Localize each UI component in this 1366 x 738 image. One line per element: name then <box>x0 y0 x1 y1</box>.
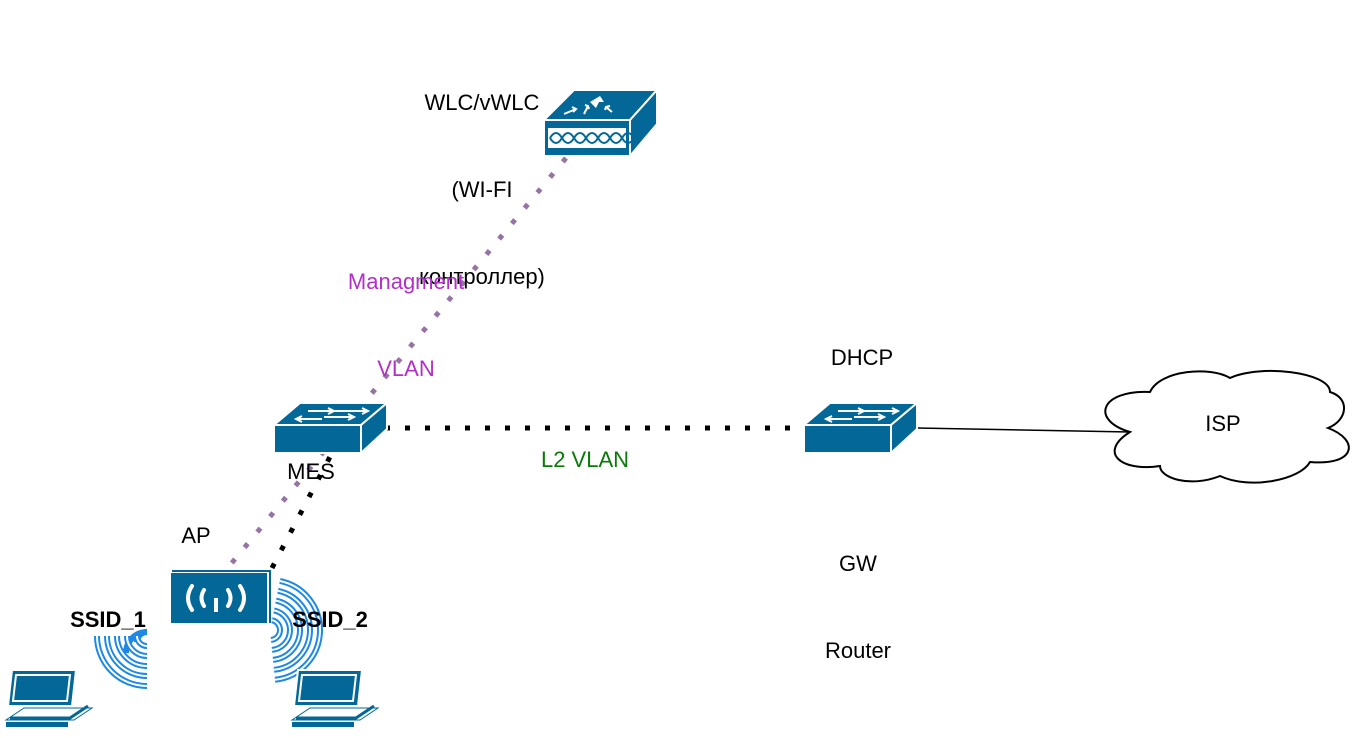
wifi-arc <box>116 635 148 667</box>
wifi-arcs-ssid2 <box>270 578 323 683</box>
dhcp-label: DHCP <box>830 345 894 370</box>
wifi-arc <box>126 635 148 657</box>
mes-label: MES <box>287 459 335 484</box>
isp-uplink <box>916 427 1131 433</box>
wifi-arc <box>272 599 301 661</box>
gw-router-icon[interactable] <box>803 402 918 454</box>
laptop1-icon[interactable] <box>4 668 94 729</box>
l2-vlan-label: L2 VLAN <box>540 447 630 472</box>
wifi-arc <box>273 589 311 671</box>
wlc-label-line2: (WI-FI <box>451 177 513 202</box>
wifi-arc <box>274 580 321 681</box>
access-point-icon[interactable] <box>169 570 271 625</box>
wifi-arc <box>106 635 148 677</box>
management-vlan-label: Managment VLAN <box>326 209 486 412</box>
wifi-arc <box>96 635 148 687</box>
mgmt-label-line1: Managment <box>347 269 465 294</box>
wireless-lan-controller-icon[interactable] <box>541 87 660 159</box>
gw-label-line2: Router <box>824 638 892 663</box>
ap-label: AP <box>181 523 211 548</box>
wifi-arc <box>271 609 291 651</box>
mgmt-label-line2: VLAN <box>377 356 435 381</box>
wlc-label-line3: контроллер) <box>419 264 545 289</box>
wlc-label-line1: WLC/vWLC <box>424 90 540 115</box>
ssid2-label: SSID_2 <box>292 607 368 632</box>
wifi-arcs-ssid1 <box>94 635 148 689</box>
isp-cloud-icon[interactable] <box>1104 369 1350 484</box>
gw-label-line1: GW <box>839 551 877 576</box>
ssid1-label: SSID_1 <box>70 607 146 632</box>
wifi-arc <box>270 619 281 641</box>
gw-router-label: GW Router <box>808 491 908 694</box>
wlc-label: WLC/vWLC (WI-FI контроллер) <box>400 30 564 320</box>
laptop2-icon[interactable] <box>290 668 380 729</box>
isp-label: ISP <box>1205 411 1241 436</box>
wifi-arc <box>136 635 148 647</box>
